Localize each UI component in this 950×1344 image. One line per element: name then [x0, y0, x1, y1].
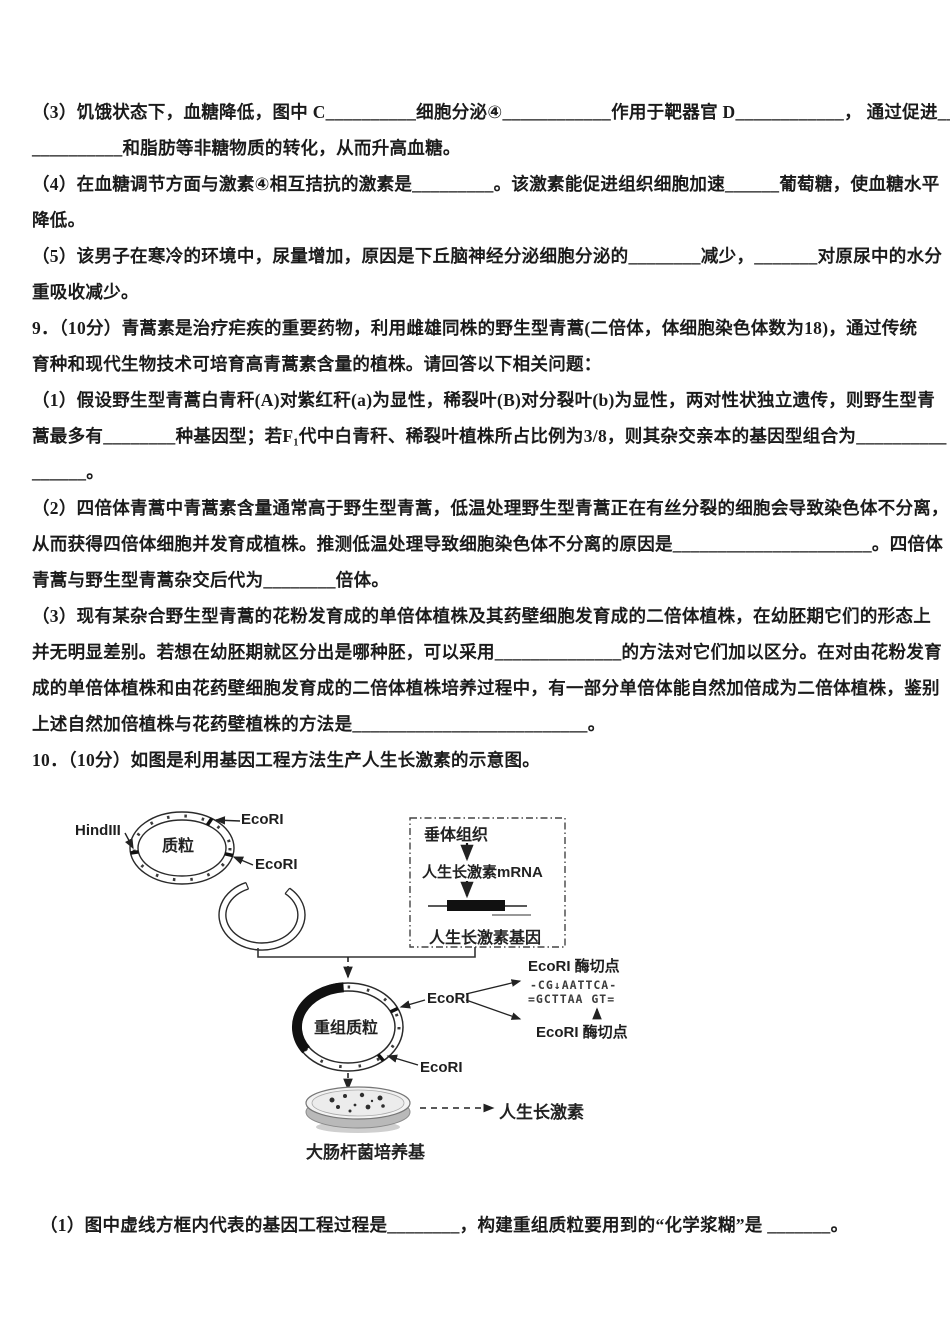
- text-line: __________和脂肪等非糖物质的转化，从而升高血糖。: [32, 138, 461, 158]
- growth-hormone-gene-label: 人生长激素基因: [429, 930, 542, 947]
- branch-to-cutsite-1: [465, 979, 522, 995]
- gene-bar: [428, 900, 531, 916]
- plasmid-circle: [129, 811, 235, 885]
- dna-sequence-top: -CG↓AATTCA-: [530, 978, 618, 992]
- ecori-recomb-label-2: EcoRI: [420, 1059, 463, 1076]
- question-text-block: （3）饥饿状态下，血糖降低，图中 C__________细胞分泌④_______…: [32, 0, 950, 778]
- petri-dish: [305, 1086, 411, 1133]
- text-line: 育种和现代生物技术可培育高青蒿素含量的植株。请回答以下相关问题：: [32, 354, 602, 374]
- hindiii-pointer: [124, 832, 134, 850]
- text-line: （2）四倍体青蒿中青蒿素含量通常高于野生型青蒿，低温处理野生型青蒿正在有丝分裂的…: [32, 498, 949, 518]
- question-10-header: 10．（10分）如图是利用基因工程方法生产人生长激素的示意图。: [32, 750, 541, 770]
- recombinant-plasmid-circle: [291, 982, 404, 1072]
- diagram-shapes: [124, 811, 602, 1133]
- text-line: （3）饥饿状态下，血糖降低，图中 C__________细胞分泌④_______…: [32, 102, 950, 122]
- growth-hormone-label: 人生长激素: [499, 1103, 584, 1122]
- text-line: 并无明显差别。若想在幼胚期就区分出是哪种胚，可以采用______________…: [32, 642, 942, 662]
- growth-hormone-mrna-label: 人生长激素mRNA: [422, 864, 543, 881]
- text-line: 上述自然加倍植株与花药壁植株的方法是______________________…: [32, 714, 606, 734]
- question-10-sub1: （1）图中虚线方框内代表的基因工程过程是________，构建重组质粒要用到的“…: [40, 1215, 849, 1235]
- dashed-process-box: [409, 817, 566, 948]
- hindiii-label: HindIII: [75, 822, 121, 839]
- text-line: 重吸收减少。: [32, 282, 139, 302]
- ecori-r2-pointer: [386, 1054, 419, 1066]
- text-line: （3）现有某杂合野生型青蒿的花粉发育成的单倍体植株及其药壁细胞发育成的二倍体植株…: [32, 606, 932, 626]
- colonies: [329, 1092, 385, 1113]
- text-line: ______。: [32, 462, 105, 482]
- ecori-cut-site-label-2: EcoRI 酶切点: [536, 1024, 628, 1041]
- ecoli-medium-label: 大肠杆菌培养基: [306, 1143, 425, 1162]
- text-line: （5）该男子在寒冷的环境中，尿量增加，原因是下丘脑神经分泌细胞分泌的______…: [32, 246, 943, 266]
- text-line: （1）假设野生型青蒿白青秆(A)对紫红秆(a)为显性，稀裂叶(B)对分裂叶(b)…: [32, 390, 936, 410]
- ecori-r1-pointer: [399, 999, 426, 1009]
- cut-plasmid: [218, 881, 306, 951]
- text-line: 从而获得四倍体细胞并发育成植株。推测低温处理导致细胞染色体不分离的原因是____…: [32, 534, 944, 554]
- ecori-mid-label: EcoRI: [255, 856, 298, 873]
- question-9-header: 9．（10分）青蒿素是治疗疟疾的重要药物，利用雌雄同株的野生型青蒿(二倍体，体细…: [32, 318, 918, 338]
- dna-sequence-bottom: =GCTTAA GT=: [528, 992, 616, 1006]
- ecori-top-pointer: [214, 816, 241, 825]
- recombinant-plasmid-label: 重组质粒: [314, 1020, 379, 1037]
- merge-connector: [257, 947, 476, 958]
- plasmid-label: 质粒: [162, 838, 195, 855]
- ecori-top-label: EcoRI: [241, 811, 284, 828]
- branch-to-cutsite-2: [465, 999, 522, 1020]
- ecori-cut-site-label-1: EcoRI 酶切点: [528, 958, 620, 975]
- text-line: 成的单倍体植株和由花药壁细胞发育成的二倍体植株培养过程中，有一部分单倍体能自然加…: [32, 678, 940, 698]
- gene-engineering-diagram: HindIII 质粒 EcoRI EcoRI 垂体组织 人生长激素mRNA 人生…: [0, 795, 950, 1175]
- pituitary-tissue-label: 垂体组织: [424, 827, 489, 844]
- text-line: 降低。: [32, 210, 86, 230]
- text-line: 蒿最多有________种基因型；若F₁代中白青秆、稀裂叶植株所占比例为3/8，…: [32, 426, 947, 446]
- text-line: 青蒿与野生型青蒿杂交后代为________倍体。: [32, 570, 390, 590]
- text-line: （4）在血糖调节方面与激素④相互拮抗的激素是_________。该激素能促进组织…: [32, 174, 940, 194]
- ecori-mid-pointer: [232, 856, 254, 866]
- ecori-recomb-label-1: EcoRI: [427, 990, 470, 1007]
- inserted-gene-arc: [291, 982, 345, 1054]
